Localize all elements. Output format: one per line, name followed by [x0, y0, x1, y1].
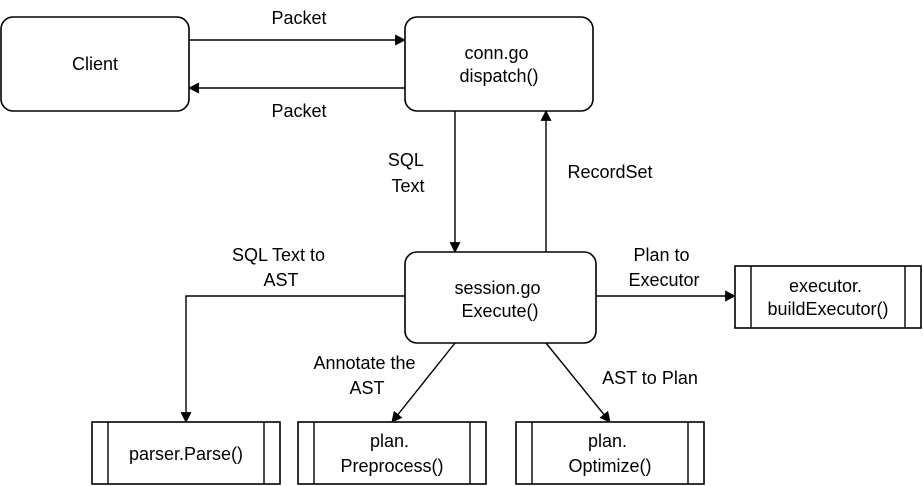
edge-label-conn-to-session: SQL Text: [388, 150, 428, 196]
node-parser: parser.Parse(): [91, 421, 281, 485]
edge-label-session-to-conn: RecordSet: [567, 162, 652, 182]
edge-session-optimize: [535, 331, 611, 423]
node-optimize-label: plan. Optimize(): [568, 431, 651, 476]
node-executor-box: [734, 265, 922, 329]
node-conn-box: [404, 16, 594, 112]
edge-label-session-optimize: AST to Plan: [602, 368, 698, 388]
node-client-box: [0, 16, 190, 112]
edge-label-session-executor: Plan to Executor: [628, 245, 699, 290]
node-optimize-box: [515, 421, 705, 485]
edge-label-conn-to-client: Packet: [271, 101, 326, 121]
node-executor-label: executor. buildExecutor(): [767, 276, 888, 319]
edge-label-session-preprocess: Annotate the AST: [313, 353, 420, 398]
edges: [180, 34, 737, 424]
node-session-label: session.go Execute(): [454, 278, 545, 321]
node-preprocess-label: plan. Preprocess(): [340, 431, 443, 476]
node-optimize: plan. Optimize(): [515, 421, 705, 485]
node-client: Client: [0, 16, 190, 112]
node-session: session.go Execute(): [404, 251, 597, 344]
node-executor: executor. buildExecutor(): [734, 265, 922, 329]
node-parser-box: [91, 421, 281, 485]
node-session-box: [404, 251, 597, 344]
edge-label-session-parser: SQL Text to AST: [232, 245, 330, 290]
node-preprocess-box: [297, 421, 487, 485]
node-conn-label: conn.go dispatch(): [459, 43, 538, 86]
node-preprocess: plan. Preprocess(): [297, 421, 487, 485]
node-client-label: Client: [72, 54, 118, 74]
edge-label-client-to-conn: Packet: [271, 8, 326, 28]
edge-session-parser: [180, 290, 415, 424]
node-conn: conn.go dispatch(): [404, 16, 594, 112]
node-parser-label: parser.Parse(): [129, 444, 243, 464]
edge-session-preprocess: [391, 331, 466, 423]
